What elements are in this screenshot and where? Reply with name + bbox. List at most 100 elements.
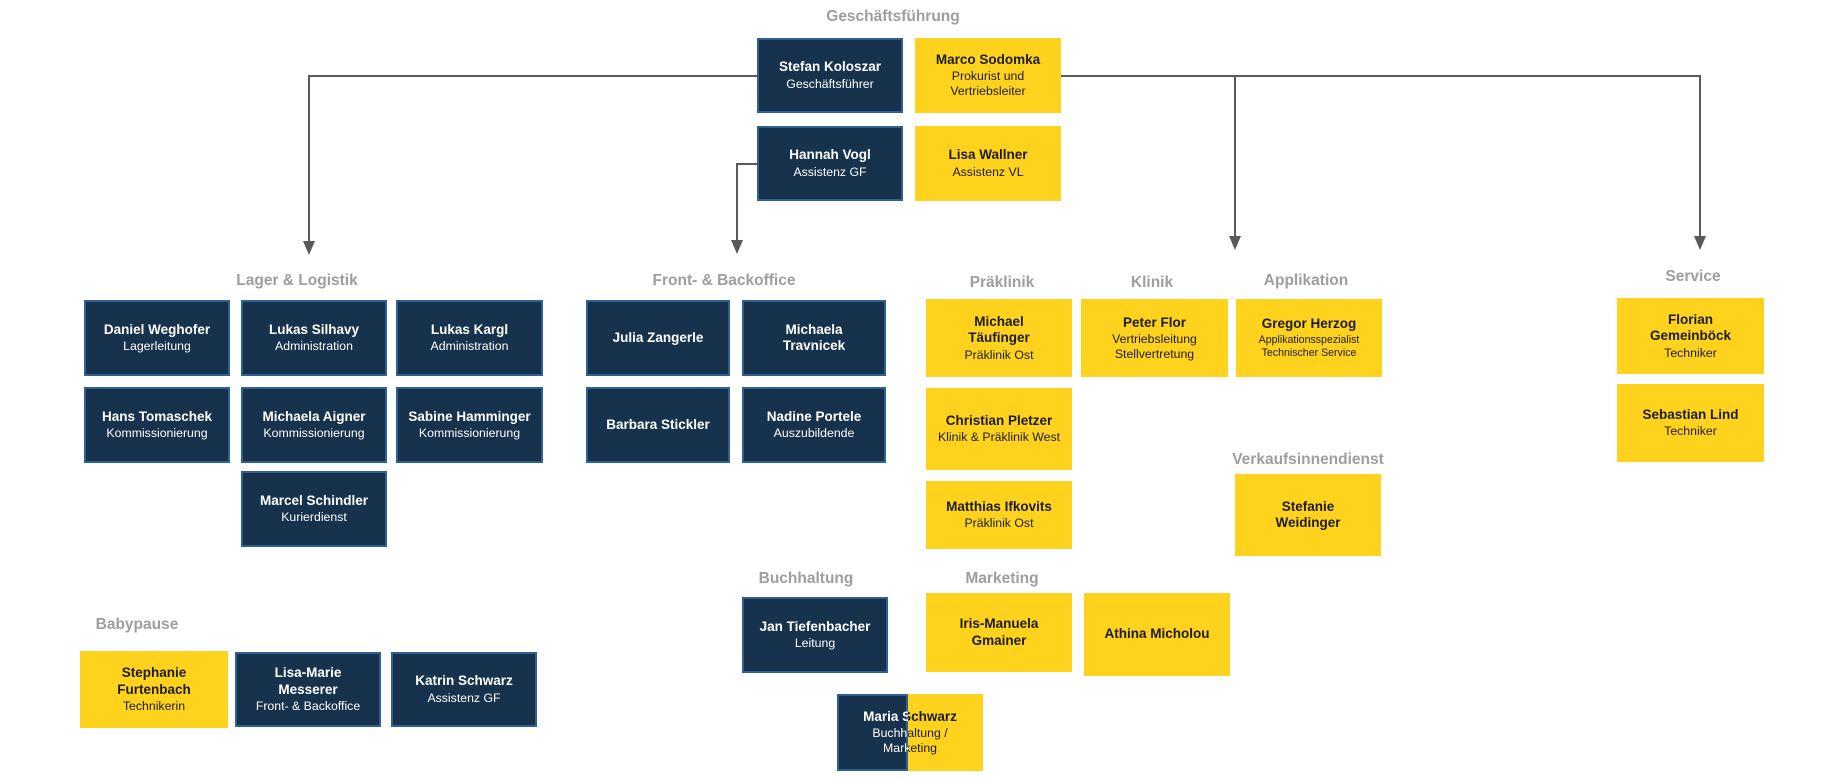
person-role: Assistenz GF: [793, 164, 867, 179]
person-card-julia-zangerle: Julia Zangerle: [586, 300, 730, 376]
person-role: Leitung: [794, 636, 836, 651]
person-name: Lisa Wallner: [948, 147, 1028, 163]
section-heading-marketing: Marketing: [965, 570, 1039, 587]
person-role: Klinik & Präklinik West: [937, 430, 1061, 445]
person-role: Vertriebsleitung Stellvertretung: [1112, 331, 1197, 361]
person-name: Lukas Kargl: [430, 321, 509, 337]
person-name: Nadine Portele: [766, 408, 862, 424]
person-role: Applikationsspezialist Technischer Servi…: [1258, 333, 1360, 359]
person-name: Katrin Schwarz: [415, 673, 513, 689]
person-name: Hannah Vogl: [789, 147, 871, 163]
person-role: Buchhaltung / Marketing: [907, 726, 948, 756]
section-heading-verkaufsinnendienst: Verkaufsinnendienst: [1232, 451, 1384, 468]
section-heading-applikation: Applikation: [1263, 272, 1349, 289]
person-role: Präklinik Ost: [964, 347, 1034, 362]
section-heading-praeklinik: Präklinik: [969, 274, 1035, 291]
person-name: Jan Tiefenbacher: [759, 618, 871, 634]
person-role: Kommissionierung: [418, 426, 521, 441]
person-name: Sabine Hamminger: [408, 408, 531, 424]
person-role: Front- & Backoffice: [255, 699, 361, 714]
person-role: Prokurist und Vertriebsleiter: [950, 69, 1026, 99]
person-name: Barbara Stickler: [606, 416, 710, 432]
person-card-barbara-stickler: Barbara Stickler: [586, 387, 730, 463]
connector-gf-to-lager-logistik: [303, 75, 757, 255]
section-heading-lager-logistik: Lager & Logistik: [236, 272, 358, 289]
person-name: Hans Tomaschek: [101, 408, 213, 424]
person-card-athina-micholou: Athina Micholou: [1084, 593, 1230, 676]
person-role: Techniker: [1664, 345, 1717, 360]
person-role: Auszubildende: [773, 426, 855, 441]
person-role: Assistenz GF: [427, 690, 501, 705]
person-role: Administration: [430, 339, 509, 354]
split-right-text-clip: Maria Schwarz Buchhaltung / Marketing: [908, 694, 983, 771]
person-role: Geschäftsführer: [786, 76, 874, 91]
person-role: Kommissionierung: [263, 426, 365, 441]
person-role: Kommissionierung: [106, 426, 208, 441]
person-name: Gregor Herzog: [1261, 316, 1357, 332]
split-navy-half: [837, 694, 908, 771]
connector-gf-to-right-service: [1061, 75, 1706, 250]
person-role: Kurierdienst: [281, 510, 347, 525]
person-name: Peter Flor: [1122, 314, 1187, 330]
section-heading-service: Service: [1665, 268, 1721, 285]
connector-vogl-to-front-backoffice: [731, 163, 757, 254]
person-role: Präklinik Ost: [964, 516, 1034, 531]
person-name: Stefan Koloszar: [778, 59, 882, 75]
person-name: Marco Sodomka: [935, 52, 1041, 68]
person-name: Michaela Aigner: [262, 408, 366, 424]
section-heading-front-backoffice: Front- & Backoffice: [652, 272, 796, 289]
person-role: Assistenz VL: [952, 164, 1024, 179]
person-name: Matthias Ifkovits: [946, 498, 1052, 514]
person-name: Sebastian Lind: [1642, 406, 1739, 422]
person-role: Lagerleitung: [123, 339, 191, 354]
person-name: Maria Schwarz: [863, 709, 908, 725]
section-heading-geschaeftsfuehrung: Geschäftsführung: [826, 8, 960, 25]
person-name: Marcel Schindler: [259, 492, 369, 508]
person-role: Buchhaltung / Marketing: [872, 726, 908, 756]
person-name: Maria Schwarz: [908, 709, 957, 725]
person-role: Administration: [275, 339, 353, 354]
section-heading-klinik: Klinik: [1130, 274, 1174, 291]
person-name: Lukas Silhavy: [268, 321, 360, 337]
person-name: Daniel Weghofer: [103, 321, 211, 337]
split-left-text-clip: Maria Schwarz Buchhaltung / Marketing: [837, 694, 908, 771]
person-role: Technikerin: [122, 699, 186, 714]
person-name: Christian Pletzer: [945, 412, 1053, 428]
person-name: Athina Micholou: [1104, 626, 1210, 642]
section-heading-babypause: Babypause: [95, 616, 179, 633]
split-yellow-half: [907, 694, 983, 771]
person-role: Techniker: [1664, 424, 1717, 439]
person-name: Julia Zangerle: [612, 329, 704, 345]
person-card-maria-schwarz: Maria Schwarz Buchhaltung / Marketing Ma…: [837, 694, 983, 771]
